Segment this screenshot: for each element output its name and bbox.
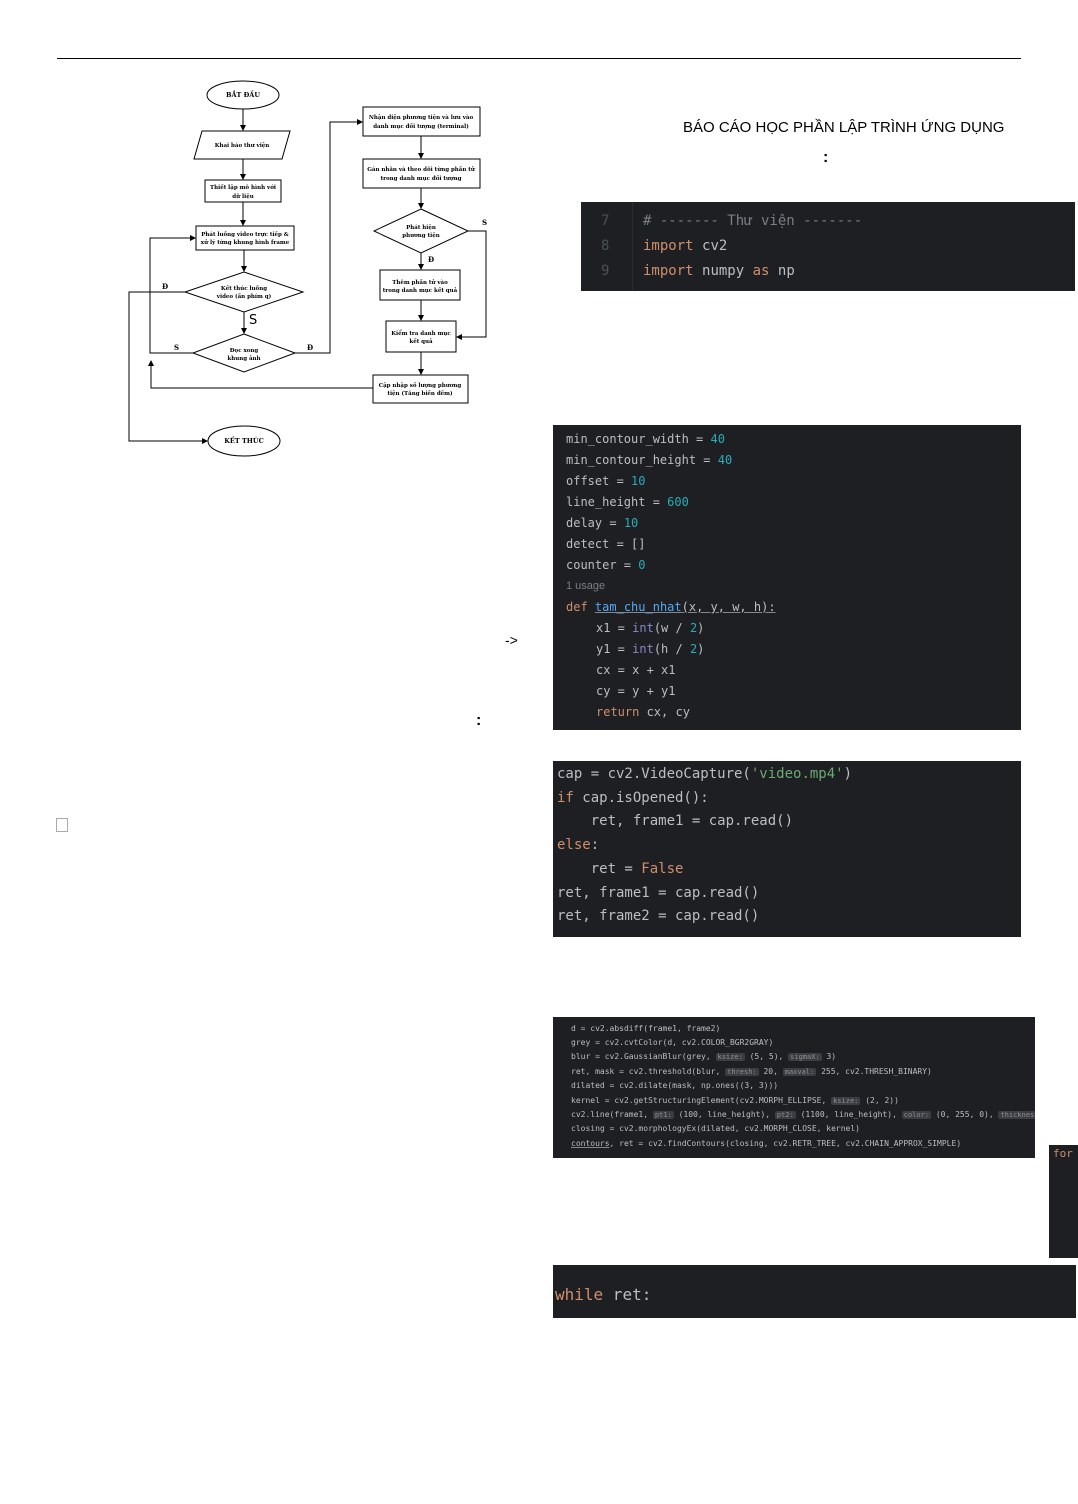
fc-end-stream-text-2: video (ấn phím q)	[216, 293, 272, 300]
fc-label-s-left: S	[174, 343, 179, 352]
line-number: 9	[601, 263, 610, 279]
code-block-for-partial: for	[1049, 1145, 1078, 1258]
fc-add-text-1: Thêm phần tử vào	[392, 278, 448, 286]
fc-assign-node	[362, 158, 481, 189]
fc-declare-node	[193, 130, 291, 160]
fc-detect-text-2: phương tiện	[402, 232, 439, 239]
fc-check-node	[385, 320, 457, 353]
code-var-line: min_contour_height = 40	[566, 453, 733, 467]
fc-recognize-text-2: danh mục đối tượng (terminal)	[373, 123, 469, 130]
fc-label-s-handwritten: S	[249, 313, 257, 328]
fc-start-text: BẮT ĐẦU	[226, 89, 260, 99]
code-line: blur = cv2.GaussianBlur(grey, ksize: (5,…	[571, 1052, 837, 1061]
line-number: 8	[601, 238, 610, 254]
code-line: d = cv2.absdiff(frame1, frame2)	[571, 1024, 721, 1033]
code-block-processing: d = cv2.absdiff(frame1, frame2) grey = c…	[553, 1017, 1035, 1158]
fc-end-text: KẾT THÚC	[224, 435, 264, 445]
line-number: 7	[601, 213, 610, 229]
fc-recognize-text-1: Nhận diện phương tiện và lưu vào	[369, 114, 474, 121]
fc-assign-text-2: trong danh mục đối tượng	[381, 175, 462, 182]
fc-play-node	[195, 225, 295, 251]
code-var-line: counter = 0	[566, 558, 646, 572]
fc-update-text-2: tiện (Tăng biến đếm)	[387, 390, 453, 397]
code-for-keyword: for	[1053, 1147, 1073, 1160]
code-var-line: line_height = 600	[566, 495, 689, 509]
code-block-variables: min_contour_width = 40 min_contour_heigh…	[553, 425, 1021, 730]
code-line-while: while ret:	[555, 1285, 652, 1304]
code-line: ret, mask = cv2.threshold(blur, thresh: …	[571, 1067, 932, 1076]
header-rule	[57, 58, 1021, 59]
code-line-y1: y1 = int(h / 2)	[596, 642, 705, 656]
page-header-title: BÁO CÁO HỌC PHẦN LẬP TRÌNH ỨNG DỤNG	[683, 119, 1005, 136]
fc-check-text-2: kết quả	[409, 338, 433, 345]
left-colon: :	[476, 712, 482, 729]
fc-label-s-right: S	[482, 218, 487, 227]
header-colon: :	[823, 149, 829, 166]
fc-play-text-1: Phát luồng video trực tiếp &	[201, 230, 288, 238]
fc-setup-text-2: dữ liệu	[232, 193, 253, 200]
code-line-x1: x1 = int(w / 2)	[596, 621, 705, 635]
usage-hint[interactable]: 1 usage	[566, 580, 606, 592]
code-line-ret-false: ret = False	[557, 861, 684, 877]
code-line-import-numpy: import numpy as np	[643, 263, 795, 279]
fc-declare-text: Khai báo thư viện	[215, 142, 270, 149]
code-comment: # ------- Thư viện -------	[643, 213, 863, 229]
flowchart: BẮT ĐẦU Khai báo thư viện Thiết lập mô h…	[128, 80, 487, 457]
fc-label-d-left: Đ	[162, 282, 168, 291]
code-block-capture: cap = cv2.VideoCapture('video.mp4') if c…	[553, 761, 1021, 937]
code-line: closing = cv2.morphologyEx(dilated, cv2.…	[571, 1124, 860, 1133]
fc-read-done-text-1: Đọc xong	[230, 348, 259, 354]
fc-end-node	[207, 425, 281, 457]
code-block-imports: 7 8 9 # ------- Thư viện ------- import …	[581, 202, 1075, 291]
checkbox[interactable]	[56, 818, 68, 832]
code-var-line: delay = 10	[566, 516, 639, 530]
fc-add-text-2: trong danh mục kết quả	[383, 287, 458, 294]
fc-update-node	[372, 374, 469, 404]
code-def-line: def tam_chu_nhat(x, y, w, h):	[566, 600, 776, 614]
code-line-cx: cx = x + x1	[596, 663, 676, 677]
arrow-text: ->	[505, 632, 518, 648]
fc-end-stream-text-1: Kết thúc luồng	[221, 284, 267, 292]
code-line-cap: cap = cv2.VideoCapture('video.mp4')	[557, 766, 853, 782]
fc-detect-text-1: Phát hiện	[406, 224, 436, 231]
fc-add-node	[379, 269, 461, 301]
code-line-else: else:	[557, 837, 600, 853]
code-var-line: min_contour_width = 40	[566, 432, 725, 446]
code-line-import-cv2: import cv2	[643, 238, 728, 254]
code-line: grey = cv2.cvtColor(d, cv2.COLOR_BGR2GRA…	[571, 1038, 774, 1047]
code-var-line: offset = 10	[566, 474, 646, 488]
code-line-read: ret, frame1 = cap.read()	[557, 813, 794, 829]
code-line-frame1: ret, frame1 = cap.read()	[557, 885, 760, 901]
fc-setup-text-1: Thiết lập mô hình với	[210, 184, 276, 191]
fc-read-done-node	[191, 333, 297, 373]
code-line-return: return cx, cy	[596, 705, 690, 719]
fc-check-text-1: Kiểm tra danh mục	[391, 329, 451, 337]
fc-end-stream-node	[183, 271, 305, 313]
code-block-while: while ret:	[553, 1265, 1076, 1318]
code-line-if: if cap.isOpened():	[557, 790, 709, 806]
code-var-line: detect = []	[566, 537, 646, 551]
code-line: contours, ret = cv2.findContours(closing…	[571, 1139, 962, 1148]
code-line-cy: cy = y + y1	[596, 684, 676, 698]
fc-detect-node	[372, 208, 470, 254]
fc-label-d-right: Đ	[307, 343, 313, 352]
code-line: kernel = cv2.getStructuringElement(cv2.M…	[571, 1096, 899, 1105]
code-line-frame2: ret, frame2 = cap.read()	[557, 908, 760, 924]
fc-play-text-2: xử lý từng khung hình frame	[201, 239, 290, 246]
fc-label-d-detect: Đ	[428, 255, 434, 264]
code-line: cv2.line(frame1, pt1: (100, line_height)…	[571, 1110, 1035, 1119]
fc-recognize-node	[362, 106, 481, 137]
fc-read-done-text-2: khung ảnh	[227, 355, 260, 362]
code-line: dilated = cv2.dilate(mask, np.ones((3, 3…	[571, 1081, 779, 1090]
fc-update-text-1: Cập nhập số lượng phương	[379, 382, 462, 389]
fc-assign-text-1: Gán nhãn và theo dõi từng phần tử	[367, 165, 476, 173]
